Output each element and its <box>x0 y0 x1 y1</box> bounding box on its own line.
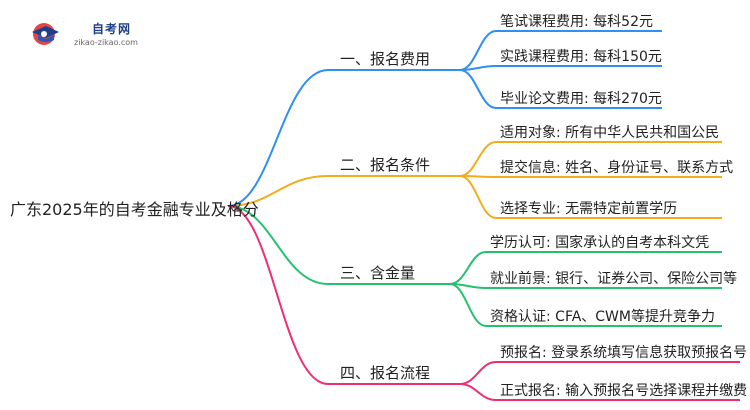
connector-root-branch-1 <box>227 69 329 207</box>
connector-branch-4-leaf-1 <box>459 361 497 385</box>
branch-node-fees: 一、报名费用 <box>340 50 431 68</box>
connector-branch-3-leaf-1 <box>449 251 487 285</box>
connector-branch-1-leaf-1 <box>459 30 497 71</box>
connector-root-branch-3 <box>227 205 329 285</box>
connector-branch-2-leaf-1 <box>459 141 497 177</box>
branch-node-process: 四、报名流程 <box>340 364 431 382</box>
leaf-required-info: 提交信息: 姓名、身份证号、联系方式 <box>500 160 734 176</box>
leaf-practical-course-fee: 实践课程费用: 每科150元 <box>500 49 662 65</box>
leaf-career-prospects: 就业前景: 银行、证券公司、保险公司等 <box>490 271 738 287</box>
graduation-cap-icon <box>32 23 59 45</box>
connector-branch-2-leaf-3 <box>459 175 497 219</box>
branch-node-value: 三、含金量 <box>340 264 416 282</box>
connector-branch-4-leaf-2 <box>459 383 497 401</box>
leaf-pre-registration: 预报名: 登录系统填写信息获取预报名号 <box>500 345 748 361</box>
connector-root-branch-2 <box>227 175 329 207</box>
leaf-written-exam-fee: 笔试课程费用: 每科52元 <box>500 14 653 30</box>
logo-url: zikao-zikao.com <box>74 38 138 47</box>
leaf-thesis-fee: 毕业论文费用: 每科270元 <box>500 91 662 107</box>
site-logo: 自考网 zikao-zikao.com <box>28 18 148 48</box>
branch-node-conditions: 二、报名条件 <box>340 156 431 174</box>
logo-title: 自考网 <box>92 22 132 36</box>
leaf-degree-recognition: 学历认可: 国家承认的自考本科文凭 <box>490 235 710 251</box>
leaf-major-selection: 选择专业: 无需特定前置学历 <box>500 201 678 217</box>
leaf-certifications: 资格认证: CFA、CWM等提升竞争力 <box>490 309 715 325</box>
connector-branch-1-leaf-3 <box>459 69 497 109</box>
root-node: 广东2025年的自考金融专业及格分 <box>10 200 259 219</box>
connector-branch-3-leaf-3 <box>449 283 487 327</box>
leaf-formal-registration: 正式报名: 输入预报名号选择课程并缴费 <box>500 383 748 399</box>
leaf-eligible-applicants: 适用对象: 所有中华人民共和国公民 <box>500 125 720 141</box>
connector-root-branch-4 <box>227 205 329 385</box>
